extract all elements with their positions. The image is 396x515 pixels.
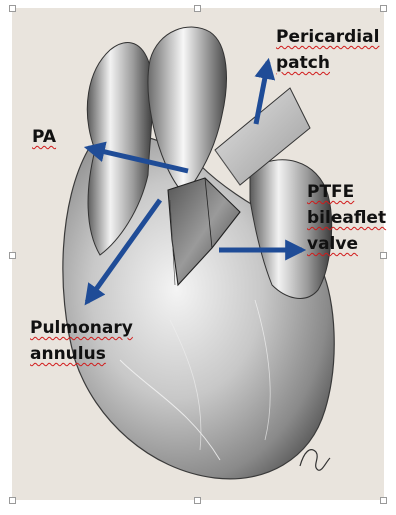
selection-handle-bottom-right[interactable] xyxy=(380,497,387,504)
label-ptfe-line3: valve xyxy=(307,234,358,254)
label-pericardial-line1: Pericardial xyxy=(276,27,379,47)
label-pericardial-line2: patch xyxy=(276,53,330,73)
label-pulmonary-line1: Pulmonary xyxy=(30,318,133,338)
label-pa: PA xyxy=(32,127,56,147)
selection-handle-top-left[interactable] xyxy=(9,5,16,12)
label-ptfe-line1: PTFE xyxy=(307,182,354,202)
label-pulmonary-line2: annulus xyxy=(30,344,106,364)
selection-handle-bottom-left[interactable] xyxy=(9,497,16,504)
selection-handle-top-right[interactable] xyxy=(380,5,387,12)
selection-handle-top-center[interactable] xyxy=(194,5,201,12)
selection-handle-middle-right[interactable] xyxy=(380,252,387,259)
selection-handle-bottom-center[interactable] xyxy=(194,497,201,504)
selection-handle-middle-left[interactable] xyxy=(9,252,16,259)
label-ptfe-line2: bileaflet xyxy=(307,208,386,228)
